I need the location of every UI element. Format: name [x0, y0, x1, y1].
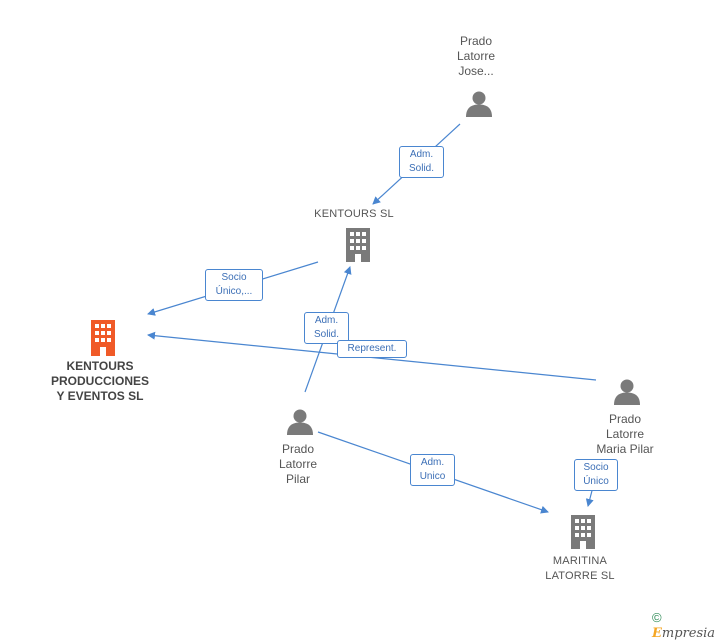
node-label-kentours-sl[interactable]: KENTOURS SL	[304, 207, 404, 222]
node-label-line: Pilar	[285, 472, 310, 486]
edge-label-line: Solid.	[313, 329, 339, 340]
node-label-line: KENTOURS SL	[314, 208, 394, 220]
node-label-line: Latorre	[605, 427, 645, 441]
edge-label-pilar-maritina: Adm. Unico	[410, 454, 455, 486]
edge-label-line: Unico	[419, 471, 446, 482]
node-label-line: Jose...	[458, 64, 494, 78]
node-label-line: Maria Pilar	[596, 442, 654, 456]
brand-logo: Empresia	[652, 626, 716, 641]
copyright-icon: ©	[652, 610, 662, 625]
node-label-line: Latorre	[278, 457, 318, 471]
node-label-prado-jose[interactable]: Prado Latorre Jose...	[436, 34, 516, 79]
node-label-line: LATORRE SL	[545, 570, 615, 582]
node-label-kentours-producciones[interactable]: KENTOURS PRODUCCIONES Y EVENTOS SL	[40, 359, 160, 404]
edge-label-line: Socio	[221, 272, 247, 283]
node-label-prado-maria-pilar[interactable]: Prado Latorre Maria Pilar	[580, 412, 670, 457]
person-icon[interactable]	[464, 89, 494, 119]
edge-label-line: Único,...	[215, 286, 253, 297]
edge-label-line: Represent.	[347, 343, 397, 354]
node-label-line: Latorre	[456, 49, 496, 63]
node-label-line: PRODUCCIONES	[50, 374, 149, 388]
edge-label-maria-maritina: Socio Único	[574, 459, 618, 491]
edge-label-jose-kentours: Adm. Solid.	[399, 146, 444, 178]
edge-label-maria-producciones: Represent.	[337, 340, 407, 358]
node-label-prado-pilar[interactable]: Prado Latorre Pilar	[258, 442, 338, 487]
edge-label-line: Adm.	[420, 457, 445, 468]
edge-label-line: Adm.	[409, 149, 434, 160]
edge-label-line: Adm.	[314, 315, 339, 326]
building-icon[interactable]	[568, 515, 598, 549]
node-label-line: Y EVENTOS SL	[56, 389, 144, 403]
node-label-maritina[interactable]: MARITINA LATORRE SL	[533, 554, 627, 584]
node-label-line: Prado	[281, 442, 315, 456]
person-icon[interactable]	[612, 377, 642, 407]
node-label-line: KENTOURS	[66, 359, 134, 373]
node-label-line: Prado	[608, 412, 642, 426]
edge-label-line: Socio	[583, 462, 609, 473]
footer-brand: © Empresia	[652, 610, 728, 641]
node-label-line: MARITINA	[552, 555, 608, 567]
edge-label-kentours-producciones: Socio Único,...	[205, 269, 263, 301]
person-icon[interactable]	[285, 407, 315, 437]
edge-label-line: Solid.	[408, 163, 434, 174]
building-icon[interactable]	[343, 228, 373, 262]
edge-label-line: Único	[583, 476, 609, 487]
main-building-icon[interactable]	[88, 320, 118, 356]
edge-label-pilar-kentours: Adm. Solid.	[304, 312, 349, 344]
node-label-line: Prado	[459, 34, 493, 48]
